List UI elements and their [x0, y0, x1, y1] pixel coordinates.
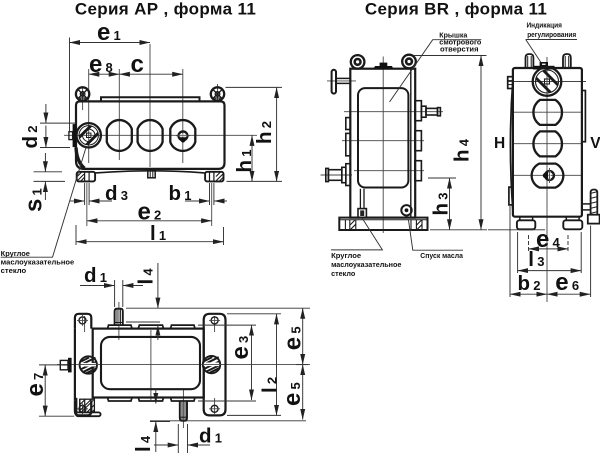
svg-text:l2: l2 [259, 377, 282, 393]
svg-text:смотрового: смотрового [439, 37, 482, 46]
svg-text:маслоуказательное: маслоуказательное [1, 258, 75, 267]
svg-text:h3: h3 [430, 193, 453, 216]
svg-text:d2: d2 [19, 126, 42, 149]
svg-text:l4: l4 [135, 268, 158, 285]
svg-text:Серия BR , форма 11: Серия BR , форма 11 [365, 0, 547, 19]
svg-text:b2: b2 [518, 272, 541, 295]
svg-text:регулирования: регулирования [527, 30, 576, 39]
svg-text:h1: h1 [233, 150, 256, 173]
svg-text:d3: d3 [105, 182, 128, 205]
svg-text:d1: d1 [199, 425, 222, 448]
svg-text:стекло: стекло [331, 269, 356, 278]
svg-text:маслоуказательное: маслоуказательное [331, 260, 401, 269]
svg-text:h4: h4 [451, 138, 474, 162]
svg-text:Круглое: Круглое [331, 251, 361, 260]
svg-text:l1: l1 [150, 222, 166, 245]
svg-text:стекло: стекло [1, 266, 27, 275]
svg-text:V: V [590, 135, 600, 152]
svg-text:H: H [494, 135, 505, 152]
svg-text:b1: b1 [169, 182, 192, 205]
svg-text:отверстия: отверстия [440, 45, 479, 54]
svg-text:Серия АР , форма 11: Серия АР , форма 11 [75, 0, 256, 19]
svg-text:Крышка: Крышка [439, 31, 468, 40]
svg-text:Индикация: Индикация [526, 21, 562, 30]
svg-text:Круглое: Круглое [1, 249, 30, 258]
svg-text:h2: h2 [253, 121, 276, 144]
svg-text:l3: l3 [528, 248, 544, 271]
svg-text:Спуск масла: Спуск масла [420, 251, 464, 260]
svg-text:d1: d1 [84, 264, 107, 287]
svg-text:c: c [131, 51, 144, 78]
svg-text:l4: l4 [132, 435, 155, 452]
